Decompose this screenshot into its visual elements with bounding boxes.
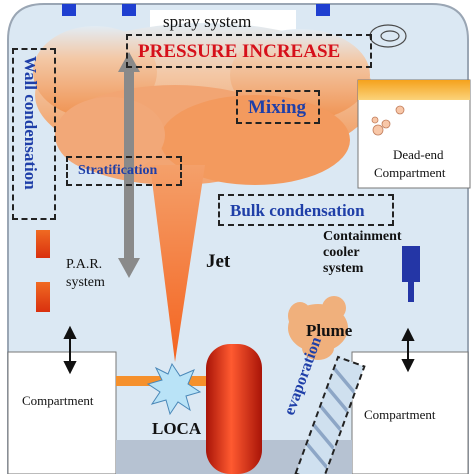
jet-cone [150, 165, 205, 362]
stratification-label: Stratification [78, 163, 158, 178]
bulk-condensation-label: Bulk condensation [230, 201, 365, 220]
mixing-label: Mixing [248, 97, 307, 118]
compartment-right-label: Compartment [364, 407, 436, 422]
par-label-line2: system [66, 275, 105, 290]
compartment-left-label: Compartment [22, 393, 94, 408]
evaporation-band [294, 355, 366, 474]
spray-system-label: spray system [163, 12, 252, 31]
dead-end-label-line1: Dead-end [393, 147, 444, 162]
par-unit-icon [36, 230, 50, 258]
cooler-label-line3: system [323, 261, 364, 276]
left-compartment [7, 351, 117, 474]
plume-icon [288, 296, 348, 360]
right-compartment [351, 351, 469, 474]
plume-label: Plume [306, 321, 353, 340]
stratification-box [66, 156, 182, 186]
jet-label: Jet [206, 251, 231, 272]
dead-end-bar [358, 80, 470, 100]
spray-nozzle-icon [62, 4, 76, 16]
pressure-increase-label: PRESSURE INCREASE [138, 41, 341, 62]
wall-condensation-box [12, 48, 56, 220]
wall-condensation-label: Wall condensation [21, 56, 40, 190]
cooler-label-line1: Containment [323, 229, 402, 244]
par-label-line1: P.A.R. [66, 257, 103, 272]
loca-label: LOCA [152, 419, 202, 438]
cooler-label-line2: cooler [323, 245, 360, 260]
cooler-unit-icon [402, 246, 420, 302]
spray-nozzle-icon [122, 4, 136, 16]
steam-cloud [33, 23, 375, 185]
pressure-vessel-icon [206, 344, 262, 474]
par-unit-icon [36, 282, 50, 312]
bulk-condensation-box [218, 194, 394, 226]
right-double-arrow [401, 327, 415, 373]
bubbles-icon [371, 105, 405, 136]
mixing-box [236, 90, 320, 124]
dead-end-label-line2: Compartment [374, 165, 446, 180]
pressure-increase-box [126, 34, 372, 68]
spray-nozzle-icon [316, 4, 330, 16]
left-double-arrow [63, 325, 77, 375]
burst-icon [146, 362, 202, 416]
